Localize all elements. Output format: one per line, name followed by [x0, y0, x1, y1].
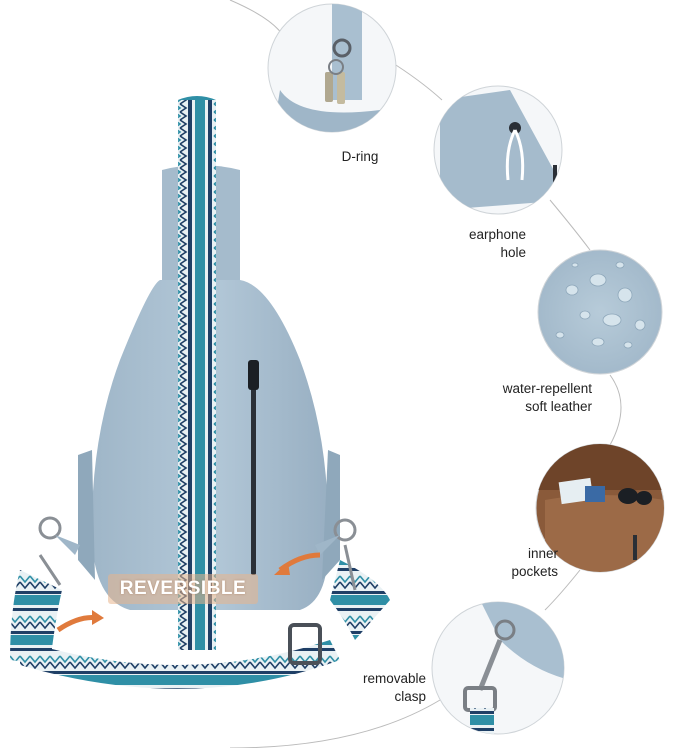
callout-image-d-ring: [267, 3, 397, 133]
vertical-strap: [178, 100, 216, 650]
callout-label-earphone: earphone hole: [468, 227, 526, 260]
callout-image-clasp: [431, 601, 565, 735]
reversible-label: REVERSIBLE: [119, 578, 247, 599]
connector-arc: [549, 199, 591, 251]
connector-arc: [229, 699, 441, 748]
callout-label-water: water-repellent soft leather: [502, 381, 592, 414]
connector-arc: [609, 374, 622, 446]
d-ring-right-icon: [315, 518, 357, 555]
callout-label-clasp: removable clasp: [362, 671, 426, 704]
callout-label-d-ring: D-ring: [341, 149, 379, 164]
callout-image-inner-pockets: [535, 443, 665, 573]
reversible-badge: REVERSIBLE: [108, 574, 258, 604]
connector-arc: [544, 569, 581, 611]
strap-slider-icon: [288, 623, 322, 665]
callout-label-inner-pockets: inner pockets: [511, 546, 558, 579]
callout-image-water: [537, 249, 663, 375]
d-ring-left-icon: [38, 516, 80, 555]
callout-image-earphone: [433, 85, 563, 215]
